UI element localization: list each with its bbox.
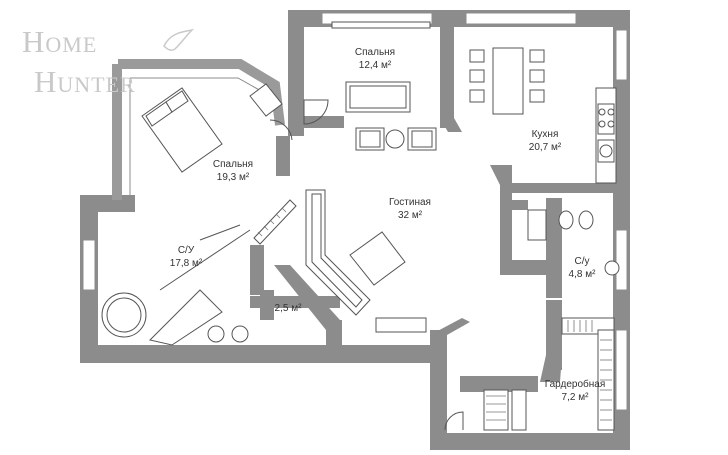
room-label-bathroom-small: С/у 4,8 м²	[552, 255, 612, 281]
room-area: 4,8 м²	[568, 269, 596, 280]
small-bathroom-fixtures	[527, 209, 620, 276]
logo-line-hunter: Hunter	[34, 64, 136, 99]
wardrobe-hatching	[486, 320, 612, 421]
room-label-bedroom-small: Спальня 12,4 м²	[335, 46, 415, 72]
room-label-bedroom-large: Спальня 19,3 м²	[193, 158, 273, 184]
room-name: С/у	[574, 256, 590, 267]
room-name: Спальня	[354, 47, 396, 58]
bathroom-fixtures	[101, 224, 251, 346]
room-label-kitchen: Кухня 20,7 м²	[505, 128, 585, 154]
room-name: С/У	[177, 245, 195, 256]
kitchen-furniture	[469, 47, 617, 184]
room-area: 7,2 м²	[561, 392, 589, 403]
watermark-logo: Home Hunter	[22, 24, 197, 104]
room-name: Гостиная	[389, 197, 431, 208]
room-name: Гардеробная	[544, 379, 606, 390]
room-area: 20,7 м²	[528, 142, 562, 153]
windows	[82, 12, 628, 411]
room-label-storage: 2,5 м²	[268, 302, 308, 315]
room-area: 32 м²	[397, 210, 423, 221]
room-area: 19,3 м²	[216, 172, 250, 183]
bird-logo-icon	[163, 28, 194, 51]
doors	[269, 99, 464, 431]
room-label-bathroom-large: С/У 17,8 м²	[146, 244, 226, 270]
room-name: Кухня	[531, 129, 559, 140]
room-name: Спальня	[212, 159, 254, 170]
room-label-living: Гостиная 32 м²	[370, 196, 450, 222]
logo-line-home: Home	[22, 24, 98, 59]
room-area: 2,5 м²	[274, 303, 302, 314]
living-room-sofa	[305, 189, 427, 333]
bedroom-radiator	[257, 207, 287, 237]
interior-walls	[250, 10, 630, 392]
room-area: 12,4 м²	[358, 60, 392, 71]
small-bedroom-furniture	[331, 21, 431, 113]
living-room-chairs	[355, 127, 437, 151]
room-label-wardrobe: Гардеробная 7,2 м²	[530, 378, 620, 404]
room-area: 17,8 м²	[169, 258, 203, 269]
